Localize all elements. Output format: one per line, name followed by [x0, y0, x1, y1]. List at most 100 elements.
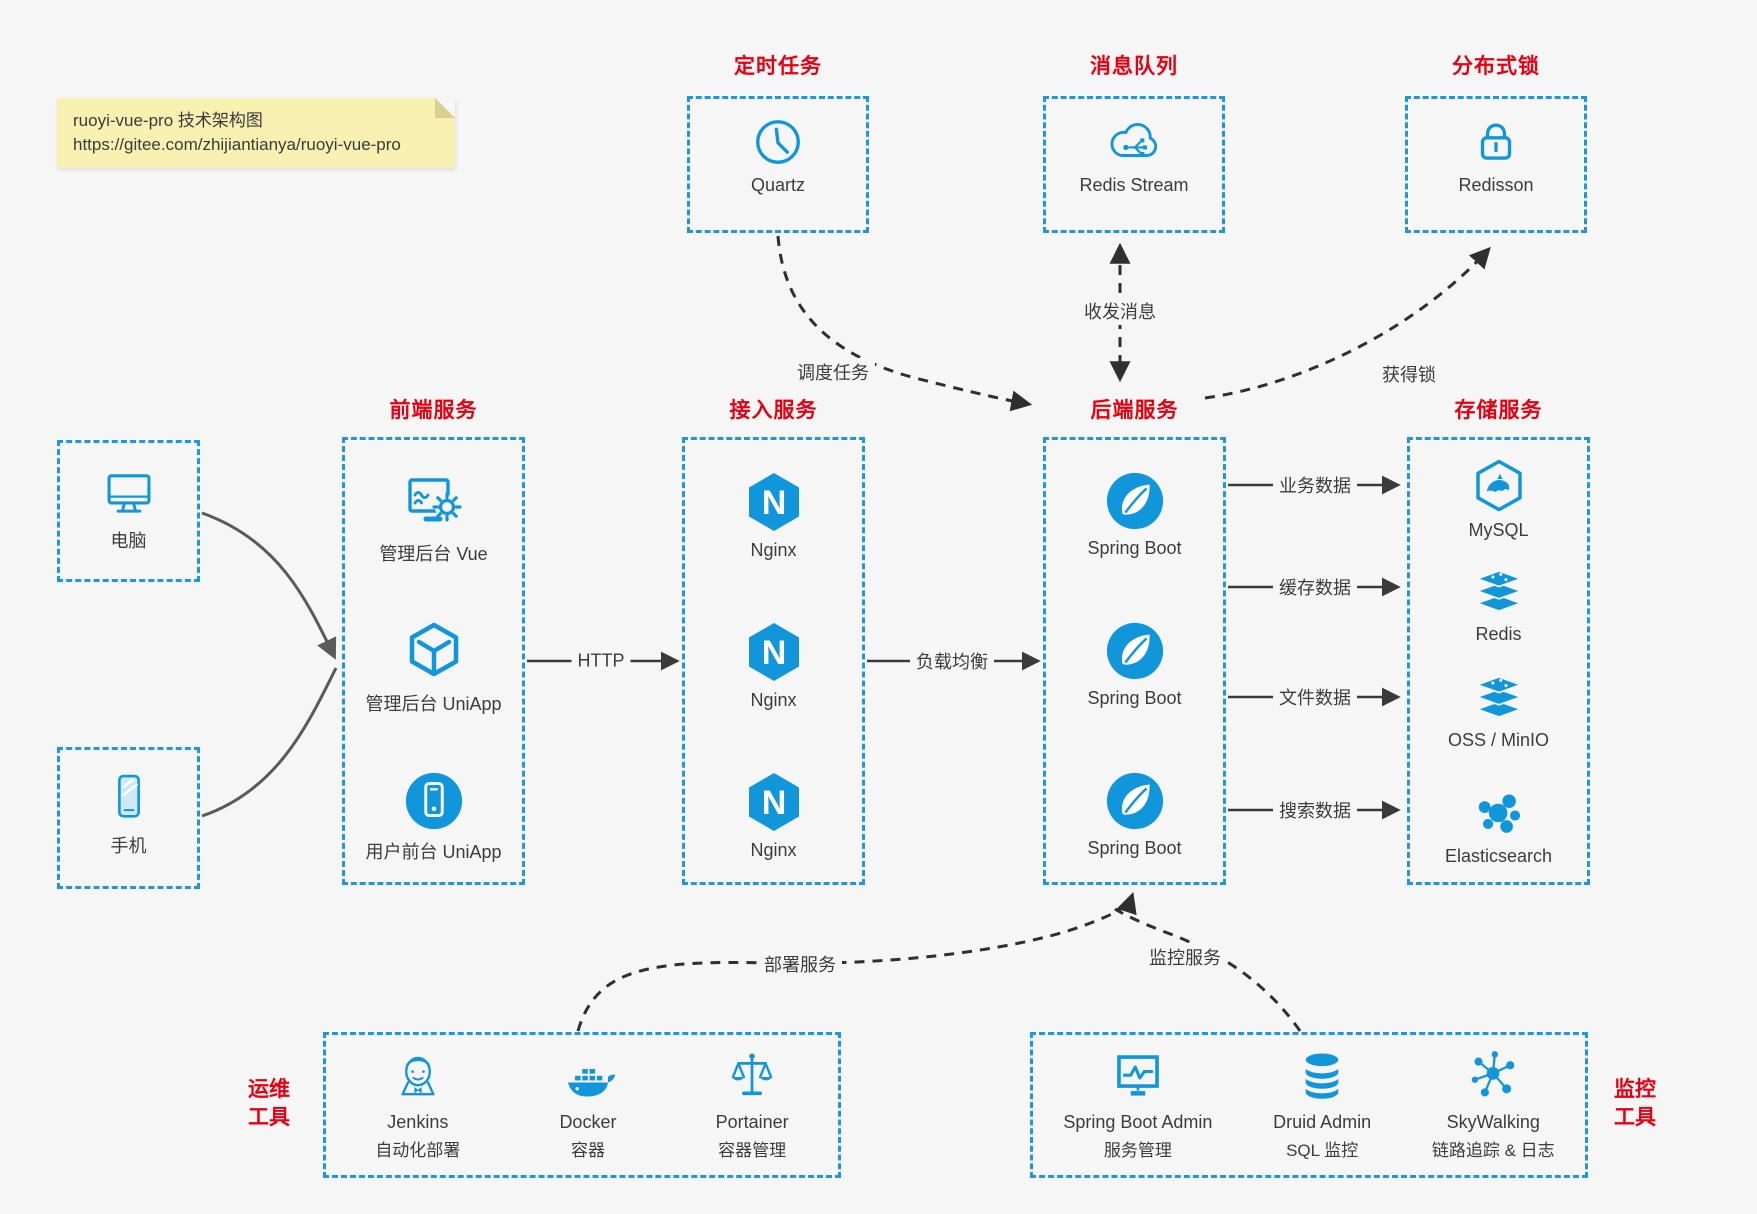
title-frontend-services: 前端服务 [389, 399, 478, 422]
node-oss-minio: OSS / MinIO [1410, 670, 1587, 751]
database-icon [1304, 1051, 1341, 1101]
node-redisson: Redisson [1408, 115, 1584, 196]
tool-druid-admin: Druid Admin SQL 监控 [1273, 1048, 1371, 1161]
edge-label-messages: 收发消息 [1078, 297, 1162, 325]
edge-label-file-data: 文件数据 [1273, 683, 1357, 711]
tool-desc: 链路追踪 & 日志 [1431, 1141, 1555, 1160]
node-label: Spring Boot [1087, 838, 1182, 858]
edge-label-monitor: 监控服务 [1143, 943, 1227, 971]
node-label: Nginx [750, 840, 797, 860]
nginx-icon: N [748, 473, 799, 531]
title-scheduled-tasks: 定时任务 [734, 55, 822, 78]
node-nginx-1: N Nginx [685, 470, 862, 561]
node-redis-stream: Redis Stream [1046, 115, 1222, 196]
node-pc: 电脑 [60, 465, 197, 553]
svg-text:N: N [761, 484, 786, 522]
tool-name: Portainer [715, 1112, 789, 1132]
sticky-note: ruoyi-vue-pro 技术架构图 https://gitee.com/zh… [57, 98, 455, 168]
edge-acquire-lock-arrow [1204, 246, 1491, 400]
phone-icon [117, 774, 140, 818]
svg-text:N: N [761, 784, 786, 822]
desktop-icon [107, 474, 150, 513]
node-label: Elasticsearch [1444, 846, 1553, 866]
oss-stack-icon [1474, 675, 1523, 719]
tool-name: Druid Admin [1273, 1112, 1372, 1132]
tool-desc: 容器 [570, 1141, 605, 1160]
title-ops-tools: 运维 工具 [236, 1076, 302, 1132]
edge-label-cache-data: 缓存数据 [1273, 573, 1357, 601]
edge-schedule-arrow [776, 235, 1033, 412]
title-ops-line2: 工具 [248, 1106, 290, 1129]
lock-icon [1480, 123, 1512, 160]
node-label: 用户前台 UniApp [365, 842, 502, 862]
spring-boot-icon [1106, 472, 1163, 530]
group-distributed-lock: Redisson [1405, 96, 1587, 233]
group-backend: Spring Boot Spring Boot Spring Boot [1043, 437, 1226, 885]
scales-icon [731, 1053, 773, 1096]
node-admin-vue: 管理后台 Vue [345, 470, 522, 566]
docker-icon [568, 1067, 616, 1097]
mysql-icon [1475, 459, 1522, 512]
cloud-stream-icon [1110, 123, 1158, 157]
tool-spring-boot-admin: Spring Boot Admin 服务管理 [1063, 1048, 1212, 1161]
trace-network-icon [1471, 1051, 1515, 1097]
tool-skywalking: SkyWalking 链路追踪 & 日志 [1432, 1048, 1555, 1161]
title-gateway-services: 接入服务 [729, 399, 818, 422]
node-label: 手机 [110, 836, 147, 856]
title-monitoring-line1: 监控 [1614, 1078, 1656, 1101]
note-url: https://gitee.com/zhijiantianya/ruoyi-vu… [73, 135, 401, 154]
node-label: Quartz [750, 175, 806, 195]
tool-name: Jenkins [387, 1112, 449, 1132]
node-label: Redis Stream [1079, 175, 1189, 195]
title-message-queue: 消息队列 [1090, 55, 1178, 78]
tool-name: SkyWalking [1446, 1112, 1540, 1132]
node-label: 管理后台 UniApp [365, 694, 502, 714]
group-ops-tools: Jenkins 自动化部署 Docke [323, 1032, 841, 1178]
group-message-queue: Redis Stream [1043, 96, 1225, 233]
node-springboot-1: Spring Boot [1046, 470, 1223, 559]
svg-text:N: N [761, 634, 786, 672]
node-label: Spring Boot [1087, 688, 1182, 708]
group-gateway: N Nginx N Nginx N Nginx [682, 437, 865, 885]
edge-label-search-data: 搜索数据 [1273, 796, 1357, 824]
node-nginx-2: N Nginx [685, 620, 862, 711]
node-springboot-3: Spring Boot [1046, 770, 1223, 859]
node-redis: Redis [1410, 564, 1587, 645]
node-quartz: Quartz [690, 115, 866, 196]
edge-label-http: HTTP [571, 649, 631, 673]
tool-desc: 服务管理 [1103, 1141, 1172, 1160]
group-client-pc: 电脑 [57, 440, 200, 582]
nginx-icon: N [748, 773, 799, 831]
node-mobile: 手机 [60, 768, 197, 858]
tool-desc: 自动化部署 [375, 1141, 461, 1160]
edge-deploy-arrow [576, 892, 1137, 1032]
edge-pc-to-frontend [201, 511, 337, 660]
elasticsearch-icon [1478, 794, 1520, 833]
group-client-mobile: 手机 [57, 747, 200, 889]
spring-boot-icon [1106, 622, 1163, 680]
node-nginx-3: N Nginx [685, 770, 862, 861]
tool-docker: Docker 容器 [559, 1048, 617, 1161]
tool-desc: 容器管理 [718, 1141, 787, 1160]
tool-desc: SQL 监控 [1286, 1141, 1359, 1160]
node-label: Nginx [750, 690, 797, 710]
title-monitoring-line2: 工具 [1614, 1106, 1656, 1129]
edge-label-deploy: 部署服务 [758, 950, 842, 978]
edge-label-load-balance: 负载均衡 [910, 647, 994, 675]
edge-label-acquire-lock: 获得锁 [1376, 360, 1442, 388]
edge-monitor-arrow [1114, 907, 1302, 1032]
jenkins-icon [401, 1056, 435, 1096]
node-label: Redis [1475, 624, 1522, 644]
node-label: MySQL [1468, 520, 1529, 540]
spring-boot-icon [1106, 772, 1163, 830]
note-title: ruoyi-vue-pro 技术架构图 [73, 111, 263, 130]
edge-mobile-to-frontend [201, 667, 338, 818]
node-user-uniapp: 用户前台 UniApp [345, 770, 522, 864]
node-mysql: MySQL [1410, 458, 1587, 541]
nginx-icon: N [748, 623, 799, 681]
node-label: Spring Boot [1087, 538, 1182, 558]
monitor-pulse-icon [1117, 1055, 1159, 1096]
mobile-app-circle-icon [405, 772, 462, 830]
node-elasticsearch: Elasticsearch [1410, 786, 1587, 867]
